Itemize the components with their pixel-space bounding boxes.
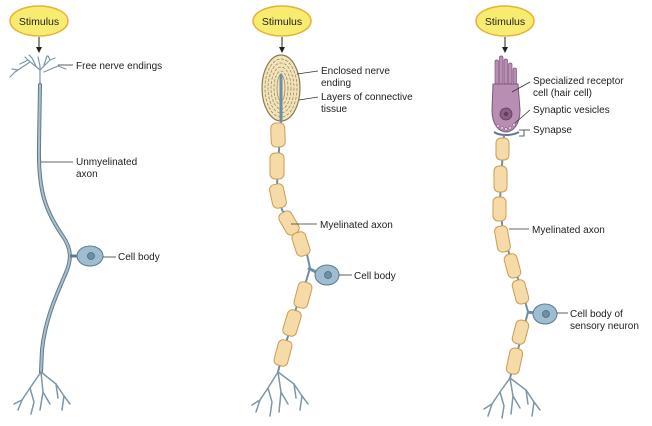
synapse [493, 131, 520, 136]
stimulus-label: Stimulus [485, 16, 525, 28]
receptor-cell-label-line1: Specialized receptor [533, 76, 624, 87]
connective-tissue-label-line1: Layers of connective [321, 92, 413, 103]
synapse-label: Synapse [533, 125, 572, 136]
unmyelinated-axon-label-line2: axon [76, 169, 98, 180]
cell-body-label: Cell body [354, 271, 396, 282]
enclosed-nerve-ending-capsule [261, 54, 301, 123]
stimulus-label: Stimulus [19, 16, 59, 28]
hair-cell [491, 55, 521, 136]
nucleus [87, 252, 95, 260]
panel-enclosed-nerve-ending: Stimulus [251, 5, 413, 417]
axon-terminals [251, 371, 309, 417]
axon-terminals [483, 377, 541, 419]
unmyelinated-axon [36, 83, 72, 374]
stimulus-ellipse [475, 5, 535, 37]
myelin-sheath [492, 137, 530, 375]
panel-specialized-receptor: Stimulus [475, 5, 639, 419]
nucleus [542, 310, 550, 318]
stimulus-ellipse [252, 5, 312, 37]
unmyelinated-axon-label-line1: Unmyelinated [76, 157, 137, 168]
connective-tissue-label-line2: tissue [321, 104, 348, 115]
synaptic-vesicles [496, 123, 516, 131]
free-nerve-endings [9, 54, 67, 86]
panel-free-nerve-endings: Stimulus [9, 5, 162, 415]
free-nerve-endings-label: Free nerve endings [76, 61, 162, 72]
stimulus-ellipse [9, 5, 69, 37]
stimulus-label: Stimulus [262, 16, 302, 28]
cell-body-label-line1: Cell body of [570, 309, 623, 320]
myelinated-axon-label: Myelinated axon [320, 220, 393, 231]
cell-body-label: Cell body [118, 252, 160, 263]
axon-terminals [13, 371, 71, 415]
cell-body-label-line2: sensory neuron [570, 321, 639, 332]
synaptic-vesicles-label: Synaptic vesicles [533, 105, 610, 116]
myelin-sheath [269, 122, 313, 367]
nucleus [324, 271, 332, 279]
receptor-cell-label-line2: cell (hair cell) [533, 88, 592, 99]
stereocilia [494, 55, 517, 85]
enclosed-nerve-ending-label-line2: ending [321, 78, 351, 89]
myelinated-axon-label: Myelinated axon [532, 225, 605, 236]
enclosed-nerve-ending-label-line1: Enclosed nerve [321, 66, 390, 77]
